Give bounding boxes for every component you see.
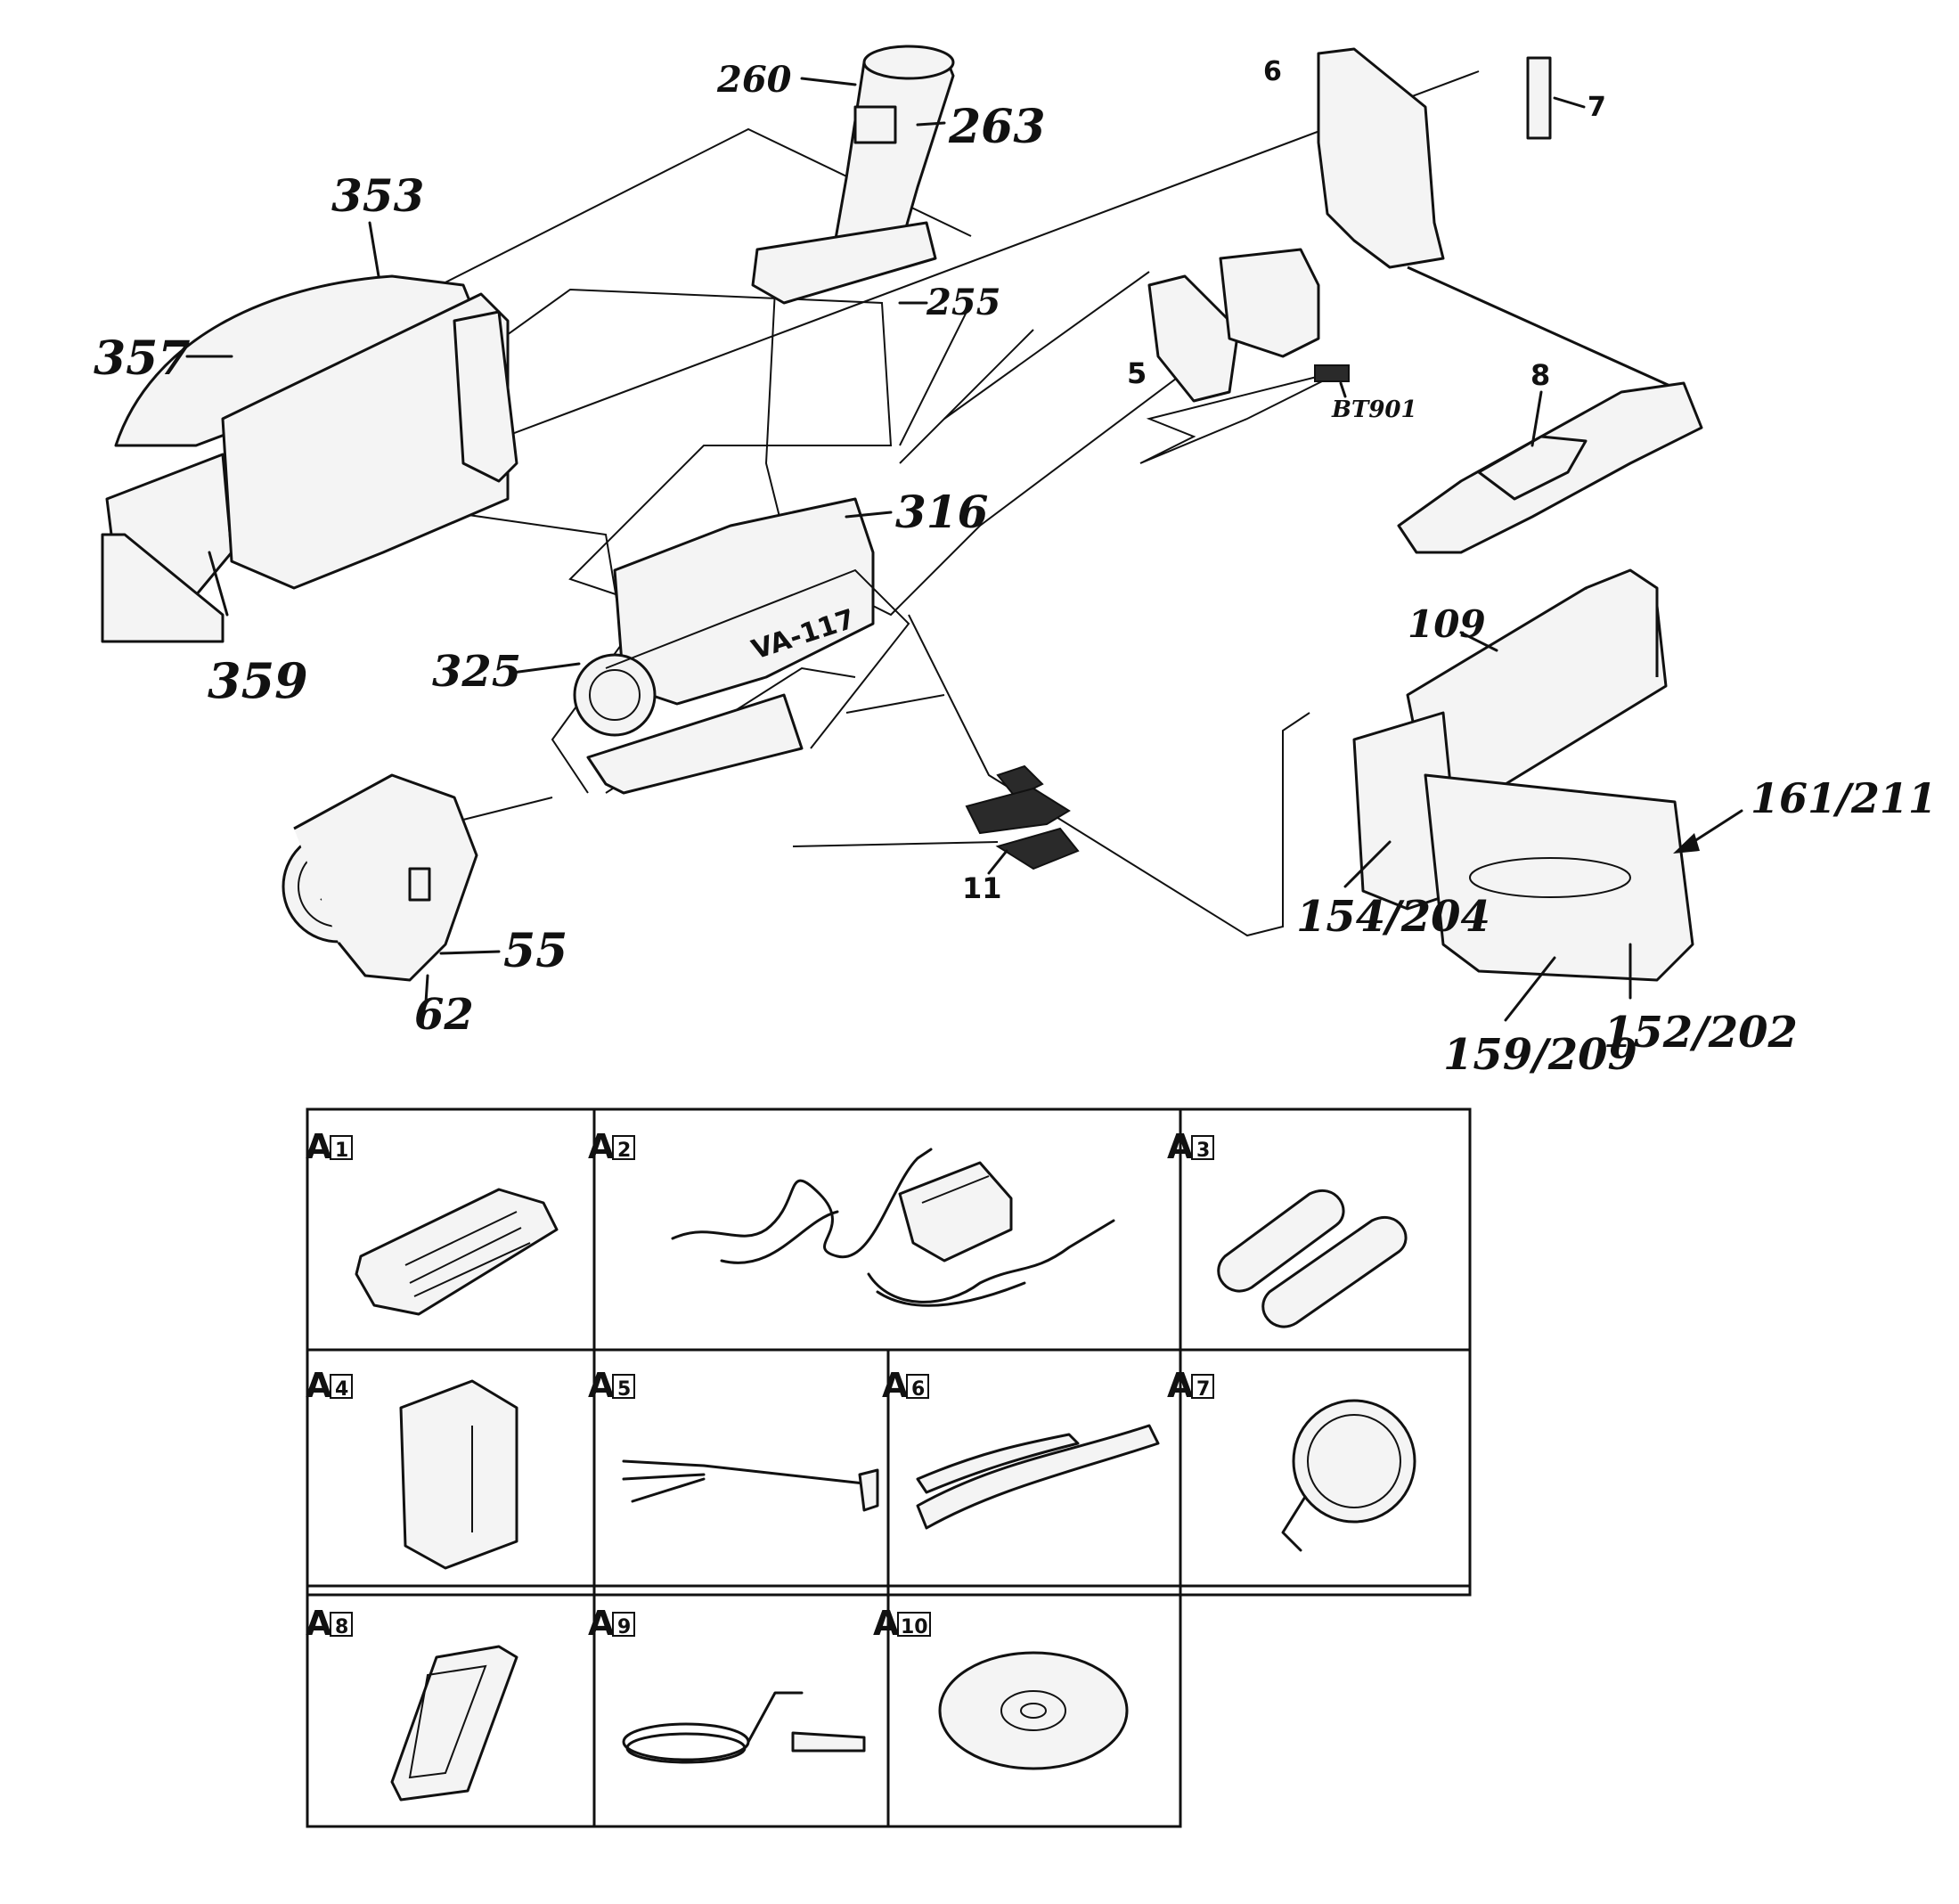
label-5: 5 xyxy=(1127,356,1147,390)
label-357: 357 xyxy=(94,331,191,386)
label-359: 359 xyxy=(208,652,308,709)
svg-text:A: A xyxy=(873,1604,900,1643)
svg-text:4: 4 xyxy=(335,1378,348,1401)
svg-text:9: 9 xyxy=(617,1616,631,1638)
svg-text:3: 3 xyxy=(1196,1140,1210,1162)
assembly-lines xyxy=(351,70,1631,937)
svg-text:5: 5 xyxy=(617,1378,631,1401)
ac-adaptor-drawing xyxy=(671,1148,1115,1307)
label-7: 7 xyxy=(1588,92,1606,123)
svg-text:1: 1 xyxy=(335,1140,348,1162)
usb-cable-drawing xyxy=(622,1691,866,1764)
label-62: 62 xyxy=(414,990,474,1040)
cell-tag-2: A 2 xyxy=(588,1127,635,1166)
svg-text:7: 7 xyxy=(1196,1378,1210,1401)
cd-rom-drawing xyxy=(938,1651,1129,1770)
top-cover xyxy=(1397,381,1703,554)
cell-tag-8: A 8 xyxy=(306,1604,353,1643)
label-255: 255 xyxy=(926,282,1001,323)
front-lens-cover xyxy=(282,773,478,982)
cell-tag-7: A 7 xyxy=(1167,1366,1214,1405)
label-325: 325 xyxy=(432,647,521,697)
cell-tag-4: A 4 xyxy=(306,1366,353,1405)
svg-text:A: A xyxy=(588,1604,615,1643)
label-159-209: 159/209 xyxy=(1443,1030,1637,1080)
cell-tag-1: A 1 xyxy=(306,1127,353,1166)
cell-tag-10: A 10 xyxy=(873,1604,931,1643)
cell-tag-5: A 5 xyxy=(588,1366,635,1405)
label-BT901: BT901 xyxy=(1331,396,1417,423)
accessory-grid: A 1 A 2 A 3 A 4 A 5 A 6 A xyxy=(306,1107,1472,1828)
svg-text:A: A xyxy=(306,1604,332,1643)
label-154-204: 154/204 xyxy=(1296,892,1490,942)
shoulder-strap-drawing xyxy=(916,1424,1160,1530)
svg-text:10: 10 xyxy=(901,1616,928,1638)
label-353: 353 xyxy=(331,169,424,222)
label-260: 260 xyxy=(716,59,792,101)
svg-text:A: A xyxy=(1167,1127,1194,1166)
part-labels: 260 263 6 7 353 357 255 5 BT901 8 316 35… xyxy=(94,56,1937,1080)
flexible-board xyxy=(965,764,1080,870)
memory-card-drawing xyxy=(390,1645,518,1802)
arrow-head xyxy=(1673,833,1700,854)
left-frame-assembly xyxy=(101,274,518,643)
battery-pack-drawing xyxy=(399,1379,518,1570)
label-263: 263 xyxy=(948,100,1046,154)
label-11: 11 xyxy=(962,871,1002,905)
svg-text:A: A xyxy=(588,1127,615,1166)
av-cable-drawing xyxy=(622,1459,879,1512)
cell-tag-6: A 6 xyxy=(882,1366,929,1405)
viewfinder-assembly xyxy=(751,45,955,305)
svg-text:A: A xyxy=(882,1366,909,1405)
batteries-drawing xyxy=(1217,1189,1408,1328)
svg-text:6: 6 xyxy=(911,1378,925,1401)
label-161-211: 161/211 xyxy=(1751,774,1937,822)
cell-tag-9: A 9 xyxy=(588,1604,635,1643)
svg-text:A: A xyxy=(1167,1366,1194,1405)
right-body-panel xyxy=(1352,266,1694,982)
label-6: 6 xyxy=(1263,56,1282,87)
lens-cap-drawing xyxy=(1281,1399,1416,1552)
svg-text:8: 8 xyxy=(335,1616,348,1638)
rear-panel xyxy=(1317,47,1552,269)
label-316: 316 xyxy=(895,486,988,538)
cell-tag-3: A 3 xyxy=(1167,1127,1214,1166)
label-8: 8 xyxy=(1530,358,1550,392)
svg-text:A: A xyxy=(306,1366,332,1405)
central-lens-block xyxy=(573,497,910,795)
label-55: 55 xyxy=(503,924,567,978)
label-152-202: 152/202 xyxy=(1604,1008,1798,1058)
svg-text:A: A xyxy=(588,1366,615,1405)
bracket-and-battery xyxy=(1147,248,1350,403)
svg-text:2: 2 xyxy=(617,1140,631,1162)
remote-control-drawing xyxy=(355,1188,559,1316)
svg-text:A: A xyxy=(306,1127,332,1166)
